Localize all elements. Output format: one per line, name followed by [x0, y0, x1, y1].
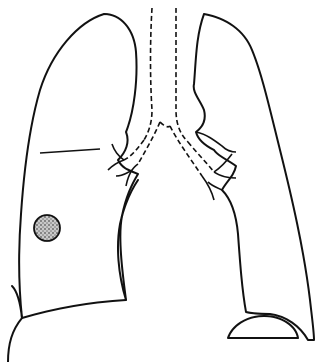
trachea-left-wall	[144, 8, 152, 140]
carina	[160, 122, 170, 127]
left-hilum-branches	[202, 154, 236, 200]
left-lung-outline	[194, 14, 314, 340]
left-main-bronchus	[188, 142, 214, 172]
trachea-right-wall	[176, 8, 188, 142]
horizontal-fissure	[40, 149, 100, 153]
coin-lesion	[34, 215, 60, 241]
right-diaphragm	[8, 318, 22, 362]
right-hilum-branches	[108, 144, 138, 186]
